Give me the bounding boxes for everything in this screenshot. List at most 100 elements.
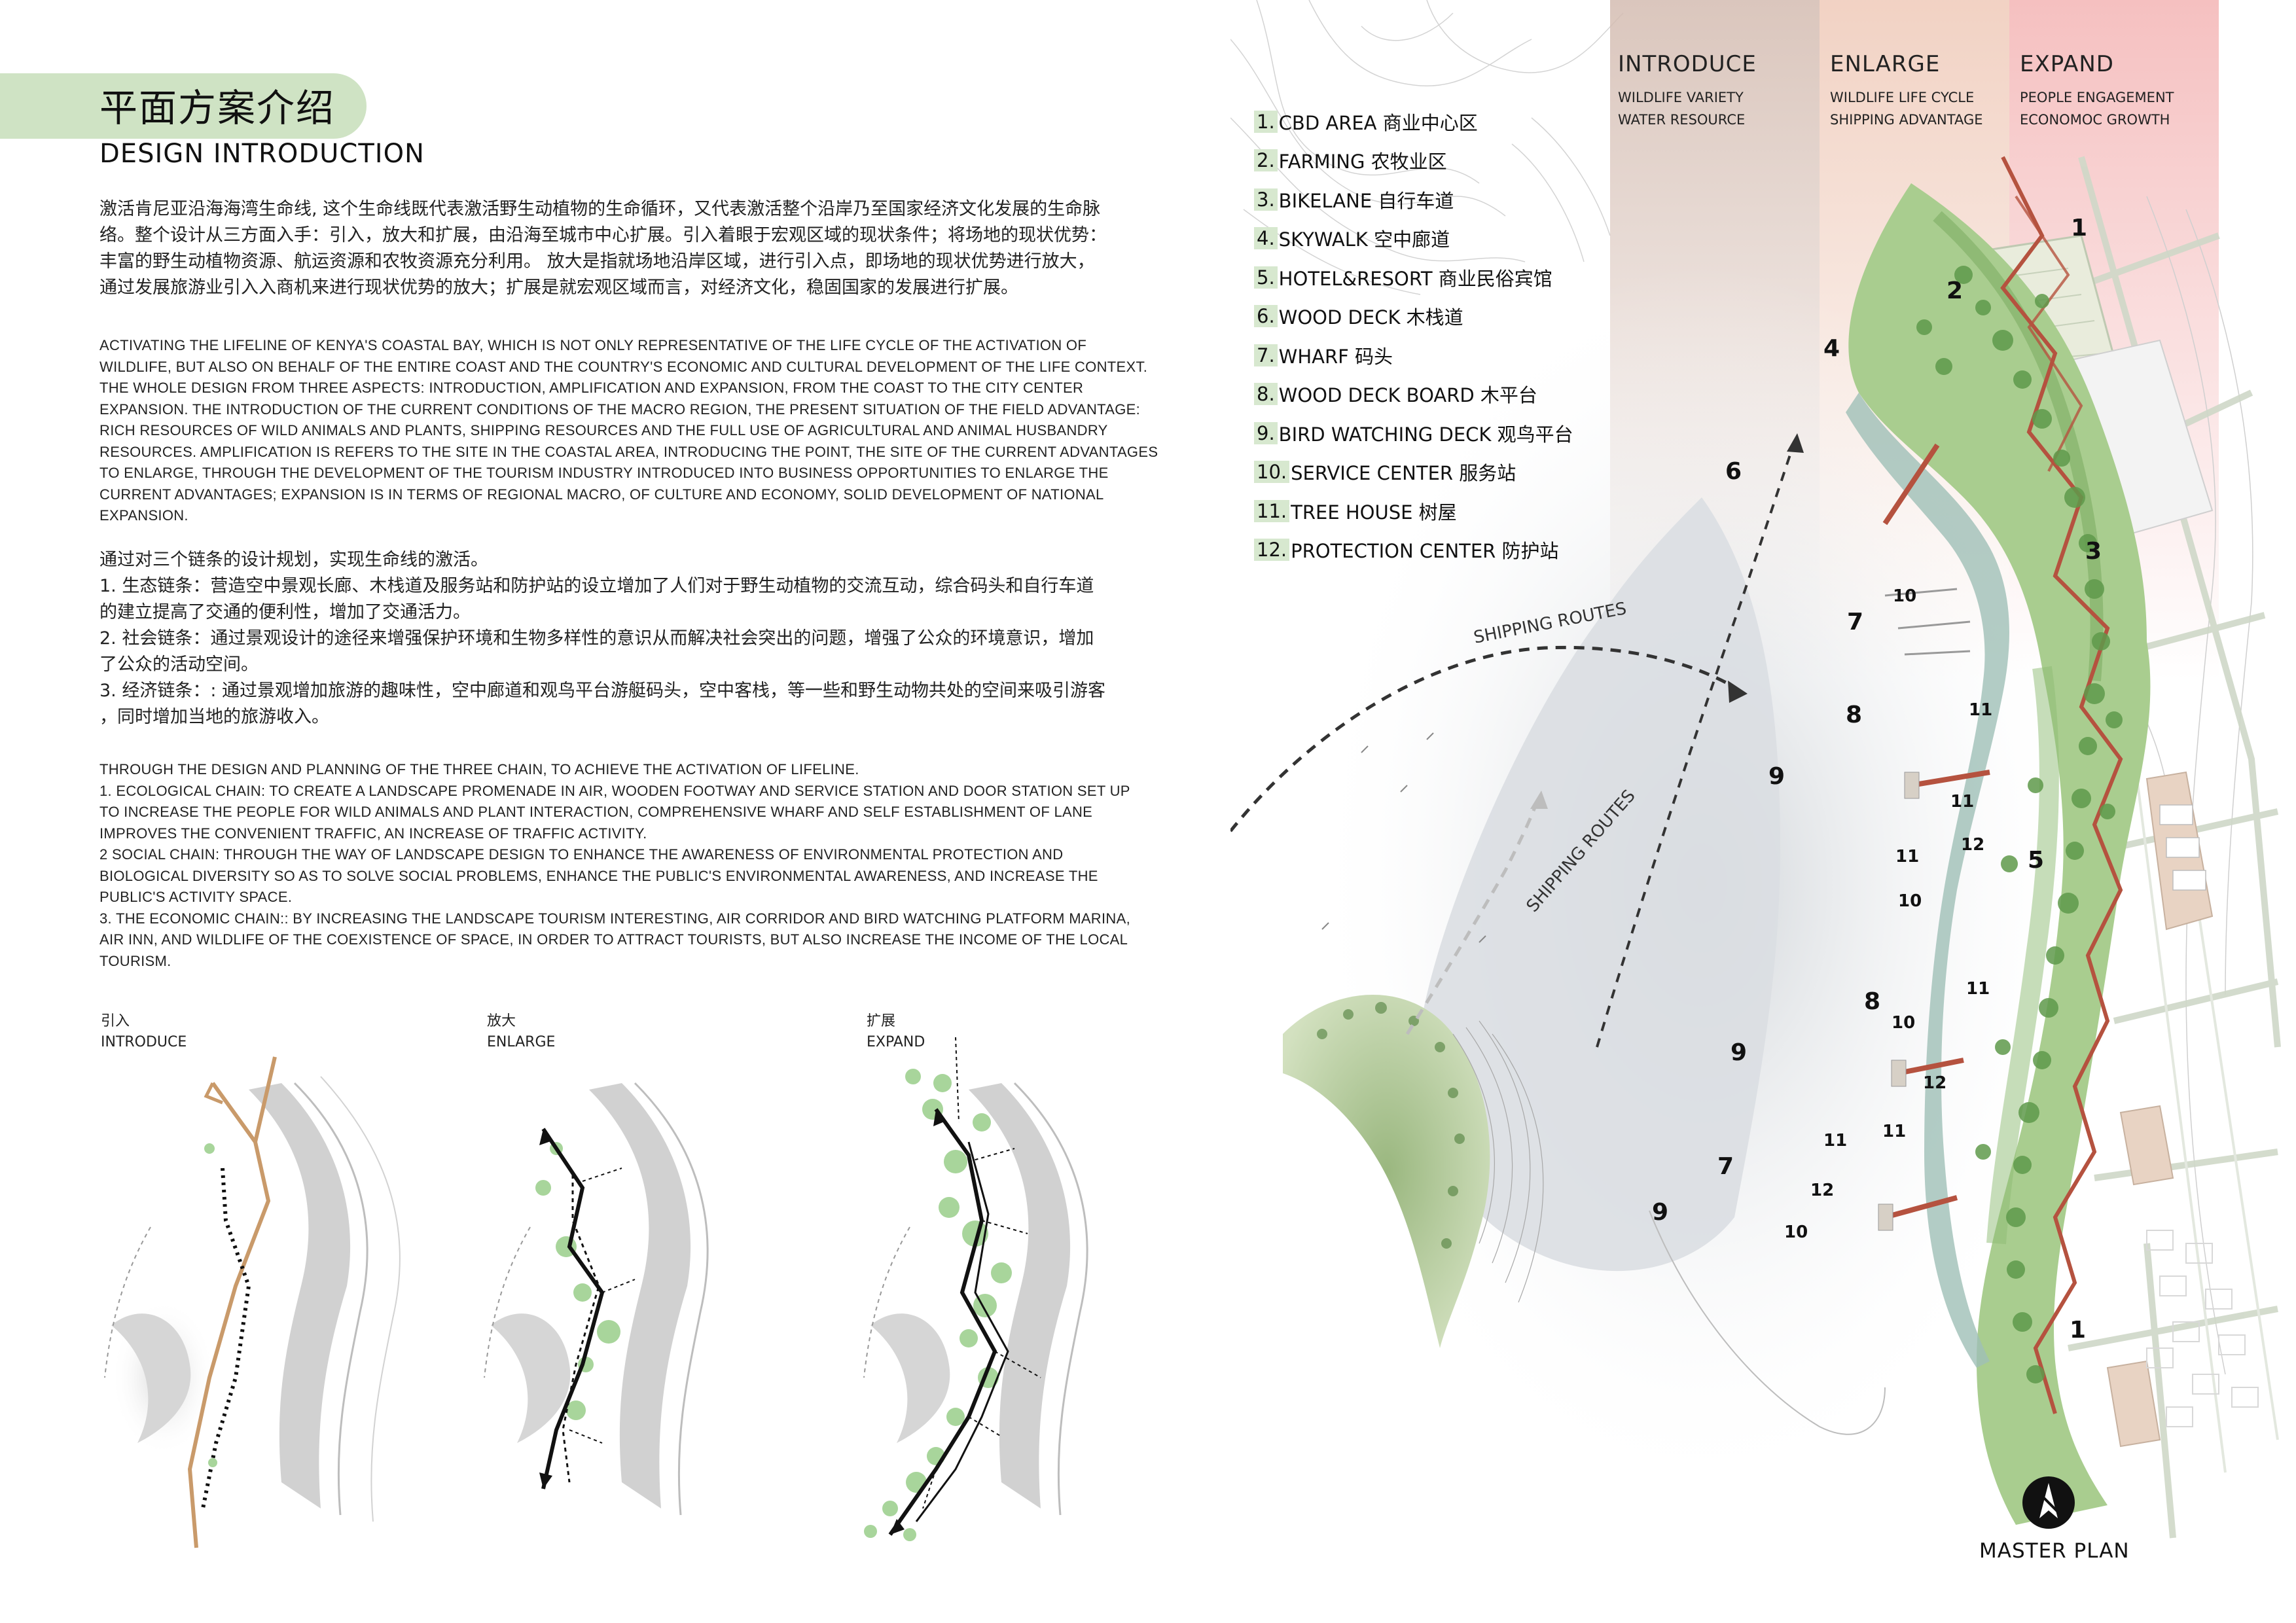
legend-number: 5. xyxy=(1254,266,1278,289)
legend-number: 2. xyxy=(1254,149,1278,172)
diagram-enlarge-graphic xyxy=(484,1082,709,1516)
phase-line: WILDLIFE VARIETY xyxy=(1618,90,1744,105)
label-en: ENLARGE xyxy=(487,1034,556,1050)
text-line: ，同时增加当地的旅游收入。 xyxy=(99,707,329,727)
legend-text: SERVICE CENTER 服务站 xyxy=(1291,462,1516,485)
text-line: RESOURCES. AMPLIFICATION IS REFERS TO TH… xyxy=(99,443,1158,460)
text-line: 2 SOCIAL CHAIN: THROUGH THE WAY OF LANDS… xyxy=(99,846,1064,863)
legend-item: 8. WOOD DECK BOARD 木平台 xyxy=(1254,375,1573,414)
legend-text: PROTECTION CENTER 防护站 xyxy=(1291,540,1559,563)
legend-text: WOOD DECK 木栈道 xyxy=(1278,306,1463,329)
legend-number: 3. xyxy=(1254,188,1278,211)
text-line: TOURISM. xyxy=(99,952,171,969)
plan-marker: 3 xyxy=(2085,538,2102,565)
plan-marker: 11 xyxy=(1882,1122,1907,1141)
text-line: RICH RESOURCES OF WILD ANIMALS AND PLANT… xyxy=(99,422,1108,438)
text-line: 1. ECOLOGICAL CHAIN: TO CREATE A LANDSCA… xyxy=(99,782,1130,799)
diagram-expand: 扩展 EXPAND xyxy=(851,1011,1244,1574)
master-plan-graphic xyxy=(1230,0,2281,1539)
text-line: 络。整个设计从三方面入手：引入，放大和扩展，由沿海至城市中心扩展。引入着眼于宏观… xyxy=(99,225,1107,245)
text-line: ACTIVATING THE LIFELINE OF KENYA'S COAST… xyxy=(99,337,1087,353)
text-line: EXPANSION. xyxy=(99,507,188,524)
legend-item: 1. CBD AREA 商业中心区 xyxy=(1254,102,1573,141)
text-line: TO ENLARGE, THROUGH THE DEVELOPMENT OF T… xyxy=(99,465,1109,481)
legend-item: 5. HOTEL&RESORT 商业民俗宾馆 xyxy=(1254,258,1573,297)
plan-marker: 4 xyxy=(1823,335,1840,362)
label-en: INTRODUCE xyxy=(101,1034,187,1050)
plan-marker: 1 xyxy=(2070,1317,2087,1344)
legend-item: 4. SKYWALK 空中廊道 xyxy=(1254,219,1573,259)
master-plan-title: MASTER PLAN xyxy=(1979,1539,2130,1563)
legend-item: 9. BIRD WATCHING DECK 观鸟平台 xyxy=(1254,414,1573,453)
legend-item: 7. WHARF 码头 xyxy=(1254,336,1573,375)
plan-marker: 1 xyxy=(2071,215,2088,241)
legend-text: HOTEL&RESORT 商业民俗宾馆 xyxy=(1278,267,1552,290)
legend: 1. CBD AREA 商业中心区 2. FARMING 农牧业区 3. BIK… xyxy=(1254,102,1573,569)
plan-marker: 9 xyxy=(1652,1199,1669,1226)
legend-text: BIRD WATCHING DECK 观鸟平台 xyxy=(1278,423,1573,446)
legend-number: 9. xyxy=(1254,421,1278,444)
plan-marker: 11 xyxy=(1966,979,1990,999)
plan-marker: 6 xyxy=(1725,458,1742,485)
legend-number: 10. xyxy=(1254,461,1290,484)
text-line: 3. 经济链条：: 通过景观增加旅游的趣味性，空中廊道和观鸟平台游艇码头，空中客… xyxy=(99,681,1106,701)
label-cn: 扩展 xyxy=(867,1013,896,1029)
legend-number: 8. xyxy=(1254,383,1278,406)
plan-marker: 5 xyxy=(2028,847,2045,874)
text-line: PUBLIC'S ACTIVITY SPACE. xyxy=(99,889,293,905)
legend-item: 2. FARMING 农牧业区 xyxy=(1254,141,1573,181)
intro-paragraph-cn-2: 通过对三个链条的设计规划，实现生命线的激活。 1. 生态链条：营造空中景观长廊、… xyxy=(99,547,1206,730)
text-line: 激活肯尼亚沿海海湾生命线, 这个生命线既代表激活野生动植物的生命循环，又代表激活… xyxy=(99,199,1101,219)
master-plan: INTRODUCE WILDLIFE VARIETY WATER RESOURC… xyxy=(1230,0,2296,1623)
phase-enlarge: ENLARGE WILDLIFE LIFE CYCLE SHIPPING ADV… xyxy=(1830,51,1983,131)
north-arrow-icon xyxy=(2022,1476,2075,1529)
text-line: CURRENT ADVANTAGES; EXPANSION IS IN TERM… xyxy=(99,486,1104,503)
legend-text: CBD AREA 商业中心区 xyxy=(1278,111,1478,134)
label-en: EXPAND xyxy=(867,1034,925,1050)
plan-marker: 7 xyxy=(1717,1153,1734,1180)
legend-text: WOOD DECK BOARD 木平台 xyxy=(1278,384,1537,407)
plan-marker: 12 xyxy=(1810,1181,1835,1200)
text-line: 的建立提高了交通的便利性，增加了交通活力。 xyxy=(99,602,471,622)
phase-line: SHIPPING ADVANTAGE xyxy=(1830,112,1983,128)
phase-title: EXPAND xyxy=(2020,51,2114,77)
legend-number: 1. xyxy=(1254,110,1278,133)
legend-text: FARMING 农牧业区 xyxy=(1278,151,1447,173)
text-line: 1. 生态链条：营造空中景观长廊、木栈道及服务站和防护站的设立增加了人们对于野生… xyxy=(99,576,1094,596)
phase-introduce: INTRODUCE WILDLIFE VARIETY WATER RESOURC… xyxy=(1618,51,1757,131)
plan-marker: 12 xyxy=(1923,1073,1947,1093)
phase-title: ENLARGE xyxy=(1830,51,1941,77)
phase-line: WILDLIFE LIFE CYCLE xyxy=(1830,90,1975,105)
page-title-en: DESIGN INTRODUCTION xyxy=(99,139,425,169)
plan-marker: 10 xyxy=(1892,1013,1916,1033)
legend-number: 12. xyxy=(1254,539,1290,562)
intro-paragraph-cn-1: 激活肯尼亚沿海海湾生命线, 这个生命线既代表激活野生动植物的生命循环，又代表激活… xyxy=(99,196,1206,301)
text-line: 3. THE ECONOMIC CHAIN:: BY INCREASING TH… xyxy=(99,910,1130,927)
plan-marker: 11 xyxy=(1950,792,1975,812)
phase-line: PEOPLE ENGAGEMENT xyxy=(2020,90,2174,105)
legend-text: TREE HOUSE 树屋 xyxy=(1291,501,1457,524)
plan-marker: 2 xyxy=(1946,277,1964,304)
page-title-cn: 平面方案介绍 xyxy=(99,86,336,130)
intro-paragraph-en-1: ACTIVATING THE LIFELINE OF KENYA'S COAST… xyxy=(99,335,1206,527)
text-line: 丰富的野生动植物资源、航运资源和农牧资源充分利用。 放大是指就场地沿岸区域，进行… xyxy=(99,251,1095,272)
text-line: THROUGH THE DESIGN AND PLANNING OF THE T… xyxy=(99,761,859,777)
legend-text: SKYWALK 空中廊道 xyxy=(1278,228,1450,251)
text-line: EXPANSION. THE INTRODUCTION OF THE CURRE… xyxy=(99,401,1141,418)
plan-marker: 9 xyxy=(1731,1039,1748,1066)
text-line: THE WHOLE DESIGN FROM THREE ASPECTS: INT… xyxy=(99,380,1084,396)
intro-paragraph-en-2: THROUGH THE DESIGN AND PLANNING OF THE T… xyxy=(99,759,1206,972)
diagram-introduce-graphic xyxy=(104,1056,401,1548)
legend-item: 10. SERVICE CENTER 服务站 xyxy=(1254,453,1573,492)
phase-line: WATER RESOURCE xyxy=(1618,112,1746,128)
text-line: TO INCREASE THE PEOPLE FOR WILD ANIMALS … xyxy=(99,804,1093,820)
text-line: AIR INN, AND WILDLIFE OF THE COEXISTENCE… xyxy=(99,931,1128,948)
plan-marker: 10 xyxy=(1898,891,1922,911)
plan-marker: 8 xyxy=(1846,702,1863,728)
diagram-expand-graphic xyxy=(863,1037,1088,1541)
legend-number: 11. xyxy=(1254,499,1290,522)
plan-marker: 11 xyxy=(1969,700,1993,720)
text-line: 2. 社会链条：通过景观设计的途径来增强保护环境和生物多样性的意识从而解决社会突… xyxy=(99,628,1094,649)
legend-item: 11. TREE HOUSE 树屋 xyxy=(1254,491,1573,531)
legend-number: 6. xyxy=(1254,305,1278,328)
